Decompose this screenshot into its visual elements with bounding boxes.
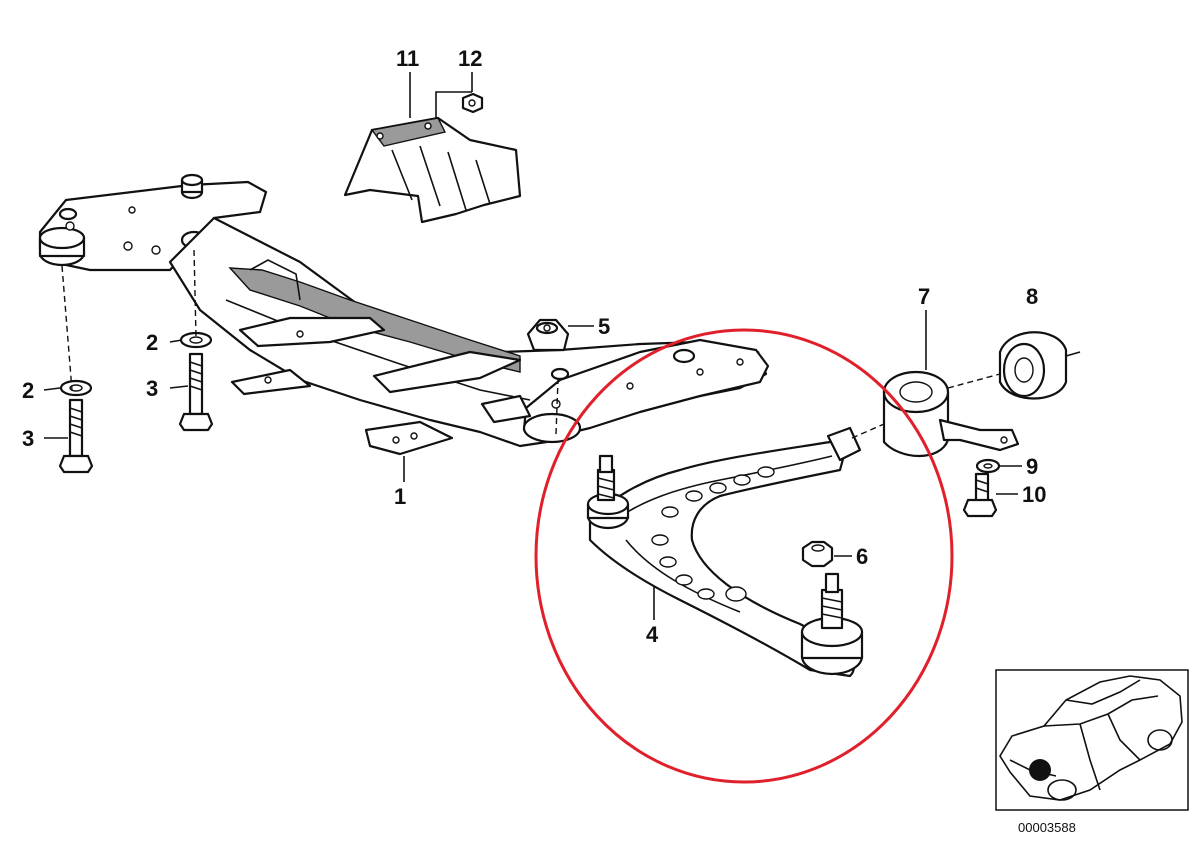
rubber-mount-8: [947, 331, 1081, 400]
car-outline-icon: [999, 675, 1183, 801]
callout-2-middle: 2: [146, 330, 158, 355]
callout-6: 6: [856, 544, 868, 569]
nut-12: [461, 92, 484, 114]
nut-5: [526, 318, 570, 352]
callout-10: 10: [1022, 482, 1046, 507]
nut-6: [801, 540, 834, 568]
left-washer-2: [59, 379, 93, 397]
bolt-10: [962, 472, 998, 518]
bushing-bracket-7: [851, 370, 1020, 458]
reference-code: 00003588: [1018, 820, 1076, 835]
callout-12: 12: [458, 46, 482, 71]
callout-4: 4: [646, 622, 659, 647]
callout-3-left: 3: [22, 426, 34, 451]
washer-9: [975, 458, 1001, 474]
callout-11: 11: [396, 46, 419, 71]
callout-5: 5: [598, 314, 610, 339]
location-marker-icon: [1029, 759, 1051, 781]
callout-2-left: 2: [22, 378, 34, 403]
callout-8: 8: [1026, 284, 1038, 309]
callout-9: 9: [1026, 454, 1038, 479]
middle-bolt-3: [178, 352, 214, 432]
vehicle-location-thumbnail: 00003588: [995, 669, 1189, 835]
callout-1: 1: [394, 484, 406, 509]
leader-lines: [43, 72, 1022, 620]
callout-3-middle: 3: [146, 376, 158, 401]
highlight-circle: [534, 328, 954, 784]
front-axle-carrier: [38, 173, 770, 456]
heat-shield-bracket: [343, 116, 522, 224]
middle-washer-2: [179, 331, 213, 349]
callout-7: 7: [918, 284, 930, 309]
left-bolt-3: [58, 398, 94, 474]
wishbone-control-arm: [586, 426, 864, 678]
callout-labels: 11 12 2 2 3 3 5 1 6 4 7 8 9 10: [22, 46, 1046, 647]
